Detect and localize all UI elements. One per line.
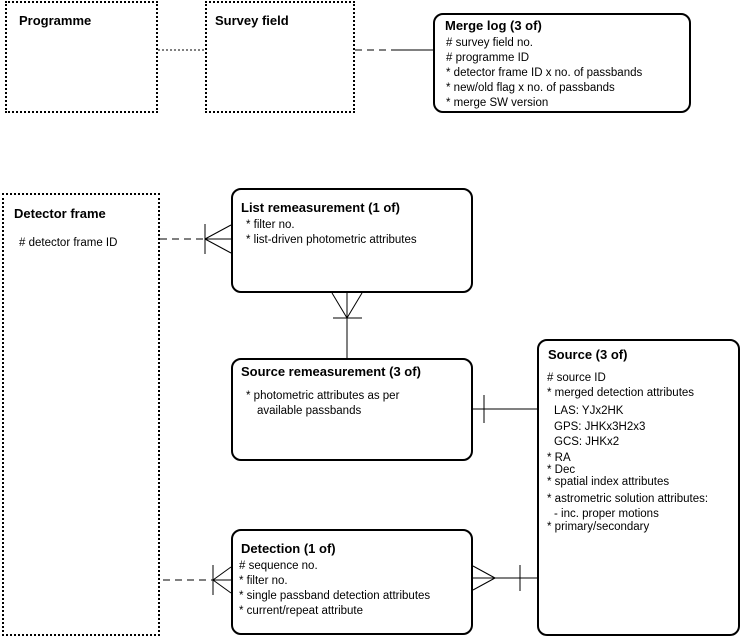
attribute-line: # programme ID xyxy=(446,52,530,64)
attribute-line: * photometric attributes as per xyxy=(246,390,400,402)
detector-list-remeasurement-crowfoot-lower xyxy=(204,238,232,254)
detection-source-crowfoot-lower xyxy=(472,577,496,591)
detector-frame-entity: Detector frame # detector frame ID xyxy=(2,193,160,636)
programme-entity: Programme xyxy=(5,1,158,113)
attribute-line: * filter no. xyxy=(246,219,295,231)
attribute-line: * new/old flag x no. of passbands xyxy=(446,82,615,94)
source-entity: Source (3 of) # source ID * merged detec… xyxy=(537,339,740,636)
entity-title: Programme xyxy=(19,13,92,28)
detector-list-remeasurement-crowfoot-upper xyxy=(204,224,232,240)
attribute-line: LAS: YJx2HK xyxy=(554,405,624,417)
entity-title: Detector frame xyxy=(14,206,106,221)
attribute-line: # detector frame ID xyxy=(19,237,118,249)
attribute-line: * list-driven photometric attributes xyxy=(246,234,417,246)
attribute-line: GPS: JHKx3H2x3 xyxy=(554,421,646,433)
entity-title: List remeasurement (1 of) xyxy=(241,200,400,215)
source-remeasurement-entity: Source remeasurement (3 of) * photometri… xyxy=(231,358,473,461)
entity-title: Merge log (3 of) xyxy=(445,18,542,33)
attribute-line: * merge SW version xyxy=(446,97,549,109)
attribute-line: * filter no. xyxy=(239,575,288,587)
entity-title: Detection (1 of) xyxy=(241,541,336,556)
attribute-line: * primary/secondary xyxy=(547,521,650,533)
attribute-line: # source ID xyxy=(547,372,606,384)
list-remeasurement-entity: List remeasurement (1 of) * filter no. *… xyxy=(231,188,473,293)
list-source-remeasurement-crowfoot-right xyxy=(346,292,363,319)
attribute-line: * spatial index attributes xyxy=(547,476,670,488)
attribute-line: * detector frame ID x no. of passbands xyxy=(446,67,643,79)
merge-log-entity: Merge log (3 of) # survey field no. # pr… xyxy=(433,13,691,113)
attribute-line: * single passband detection attributes xyxy=(239,590,431,602)
attribute-line: GCS: JHKx2 xyxy=(554,436,620,448)
entity-title: Source remeasurement (3 of) xyxy=(241,364,421,379)
attribute-line: - inc. proper motions xyxy=(554,508,659,520)
attribute-line: * current/repeat attribute xyxy=(239,605,364,617)
detector-detection-crowfoot-upper xyxy=(212,566,232,581)
survey-field-entity: Survey field xyxy=(205,1,355,113)
attribute-line: * RA xyxy=(547,452,571,464)
attribute-line: * merged detection attributes xyxy=(547,387,695,399)
attribute-line: * astrometric solution attributes: xyxy=(547,493,709,505)
attribute-line: available passbands xyxy=(257,405,362,417)
detection-entity: Detection (1 of) # sequence no. * filter… xyxy=(231,529,473,635)
entity-title: Source (3 of) xyxy=(548,347,628,362)
detector-detection-crowfoot-lower xyxy=(212,579,232,594)
attribute-line: # sequence no. xyxy=(239,560,318,572)
list-source-remeasurement-crowfoot-left xyxy=(331,292,348,319)
detection-source-crowfoot-upper xyxy=(472,565,496,579)
entity-title: Survey field xyxy=(215,13,289,28)
attribute-line: # survey field no. xyxy=(446,37,533,49)
attribute-line: * Dec xyxy=(547,464,576,476)
